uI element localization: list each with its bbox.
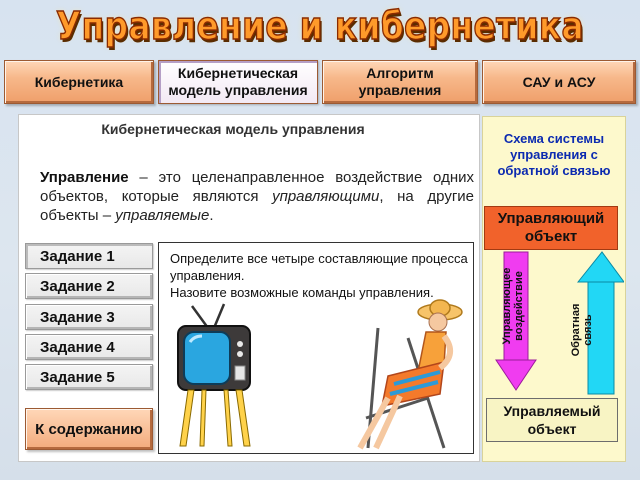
definition-part: – это целенаправленное воздействие одних… xyxy=(40,169,474,205)
control-object-label: Управляющий объект xyxy=(497,210,605,245)
page-title: Управление и кибернетика xyxy=(55,3,584,49)
task-3-button[interactable]: Задание 3 xyxy=(25,304,153,330)
tv-knob xyxy=(237,341,243,347)
panel-title: Кибернетическая модель управления xyxy=(101,121,365,137)
task-popup-text: Определите все четыре составляющие проце… xyxy=(170,250,470,301)
definition-term: Управление xyxy=(40,169,129,186)
tv-antenna xyxy=(190,303,226,329)
task-5-button[interactable]: Задание 5 xyxy=(25,364,153,390)
dress-stripes xyxy=(389,370,441,396)
control-object-box: Управляющий объект xyxy=(484,206,618,250)
tab-label: Кибернетическая модель управления xyxy=(168,65,308,98)
to-contents-button[interactable]: К содержанию xyxy=(25,408,153,450)
control-action-arrow xyxy=(495,251,537,391)
controlled-object-label: Управляемый объект xyxy=(503,403,601,437)
task-line: Определите все четыре составляющие проце… xyxy=(170,251,468,283)
legs xyxy=(357,394,403,450)
definition-part: , на другие объекты – xyxy=(40,188,474,224)
feedback-label: Обратная связь xyxy=(570,303,594,357)
tab-sau-asu[interactable]: САУ и АСУ xyxy=(482,60,636,104)
tv-legs xyxy=(179,389,251,447)
tab-cybernetic-model[interactable]: Кибернетическая модель управления xyxy=(158,60,318,104)
task-label: Задание 5 xyxy=(40,368,115,386)
tv-screen xyxy=(183,331,231,385)
definition-text: Управление – это целенаправленное воздей… xyxy=(40,168,474,242)
arm xyxy=(438,334,453,371)
task-1-button[interactable]: Задание 1 xyxy=(25,243,153,269)
schema-title: Схема системы управления с обратной связ… xyxy=(497,131,611,178)
tab-cybernetics[interactable]: Кибернетика xyxy=(4,60,154,104)
woman-in-chair-illustration xyxy=(357,299,463,450)
tab-control-algorithm[interactable]: Алгоритм управления xyxy=(322,60,478,104)
tab-label: Кибернетика xyxy=(34,73,124,90)
control-action-label: Управляющее воздействие xyxy=(501,267,525,345)
arrows xyxy=(495,251,624,395)
task-label: Задание 4 xyxy=(40,338,115,356)
tv-screen-glare xyxy=(188,334,203,343)
task-line: Назовите возможные команды управления. xyxy=(170,285,434,300)
task-label: Задание 1 xyxy=(40,247,115,265)
task-label: Задание 3 xyxy=(40,308,115,326)
definition-emph: управляемые xyxy=(115,207,210,224)
task-label: Задание 2 xyxy=(40,277,115,295)
definition-emph: управляющими xyxy=(272,188,380,205)
to-contents-label: К содержанию xyxy=(35,420,143,438)
tv-knob xyxy=(237,351,243,357)
task-4-button[interactable]: Задание 4 xyxy=(25,334,153,360)
definition-part: . xyxy=(209,207,214,224)
head xyxy=(428,312,448,332)
tab-label: САУ и АСУ xyxy=(522,73,596,90)
feedback-arrow xyxy=(576,251,624,395)
tv-speaker xyxy=(234,365,246,381)
task-2-button[interactable]: Задание 2 xyxy=(25,273,153,299)
controlled-object-box: Управляемый объект xyxy=(486,398,618,442)
tv-illustration xyxy=(177,303,251,447)
tab-label: Алгоритм управления xyxy=(358,65,442,98)
